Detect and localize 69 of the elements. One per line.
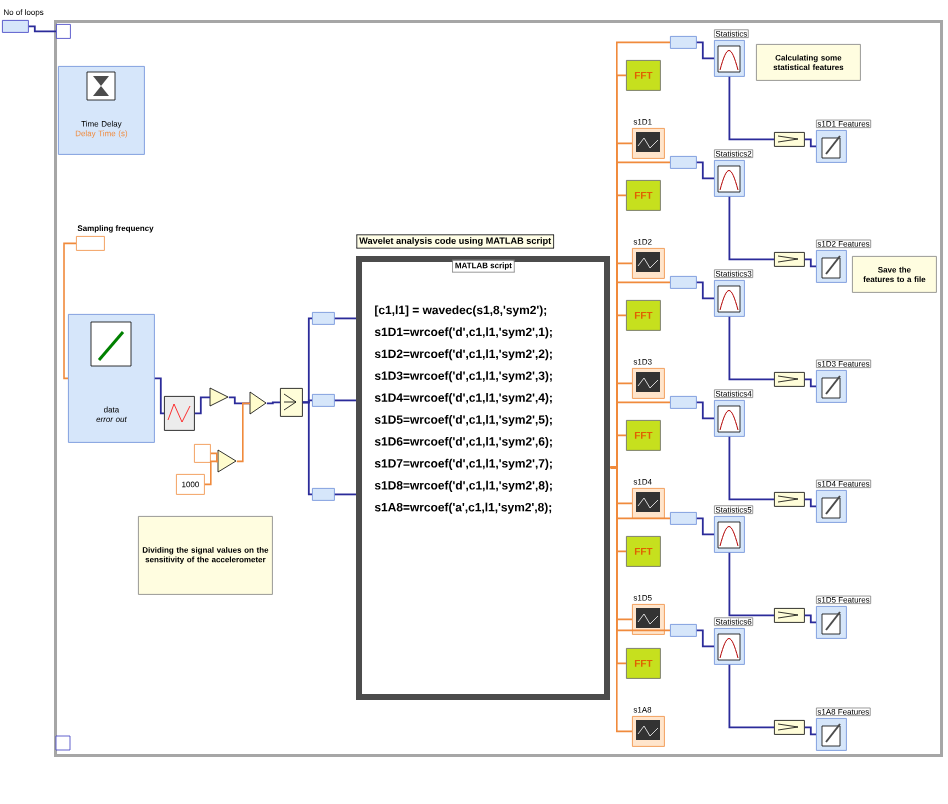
wire	[728, 435, 775, 501]
wire	[803, 378, 817, 388]
conversion-function	[670, 156, 697, 169]
wire	[695, 517, 715, 536]
wire	[333, 317, 357, 320]
wire	[695, 401, 715, 420]
wire	[803, 258, 817, 268]
wire	[803, 498, 817, 508]
conversion-function	[670, 36, 697, 49]
wire	[695, 281, 715, 300]
graph-indicator	[632, 716, 665, 747]
wire	[63, 242, 77, 380]
wire	[803, 614, 817, 624]
wire	[210, 452, 219, 463]
wire	[27, 25, 57, 33]
merge-function	[774, 372, 805, 387]
wire	[728, 315, 775, 381]
wire	[153, 377, 165, 415]
wire	[610, 434, 627, 469]
wire	[728, 551, 775, 617]
merge-function	[774, 720, 805, 735]
wire	[265, 401, 281, 405]
wire	[695, 629, 715, 648]
merge-function	[774, 132, 805, 147]
conversion-function	[670, 276, 697, 289]
wire	[333, 493, 357, 496]
conversion-function	[312, 394, 335, 407]
graph-indicator	[632, 604, 665, 635]
wire	[204, 460, 219, 486]
arithmetic-function	[249, 391, 267, 415]
conversion-function	[670, 624, 697, 637]
conversion-function	[670, 512, 697, 525]
wire	[333, 399, 357, 402]
graph-indicator	[632, 128, 665, 159]
numeric-terminal	[2, 20, 29, 33]
file-write-block	[816, 606, 847, 639]
conversion-function	[312, 312, 335, 325]
arithmetic-function	[209, 387, 229, 407]
arithmetic-function	[217, 449, 237, 473]
wire	[301, 401, 313, 496]
file-write-block	[816, 370, 847, 403]
waveform-function	[164, 396, 195, 431]
loop-count-terminal	[56, 24, 71, 39]
conversion-function	[670, 396, 697, 409]
graph-indicator	[632, 488, 665, 519]
merge-function	[774, 492, 805, 507]
wire	[236, 402, 251, 463]
graph-indicator	[632, 248, 665, 279]
wire	[803, 726, 817, 736]
file-write-block	[816, 250, 847, 283]
merge-function	[774, 252, 805, 267]
graph-indicator	[632, 368, 665, 399]
conversion-function	[312, 488, 335, 501]
wire	[695, 41, 715, 60]
wire	[728, 663, 775, 729]
wire	[728, 195, 775, 261]
wire	[610, 466, 633, 733]
numeric-constant	[76, 236, 105, 251]
wire	[193, 396, 211, 415]
wire	[728, 75, 775, 141]
wire	[803, 138, 817, 148]
wire	[695, 161, 715, 180]
merge-function	[774, 608, 805, 623]
file-write-block	[816, 718, 847, 751]
file-write-block	[816, 130, 847, 163]
array-function	[280, 388, 303, 417]
file-write-block	[816, 490, 847, 523]
for-loop-frame	[54, 20, 943, 757]
numeric-constant	[194, 444, 211, 463]
